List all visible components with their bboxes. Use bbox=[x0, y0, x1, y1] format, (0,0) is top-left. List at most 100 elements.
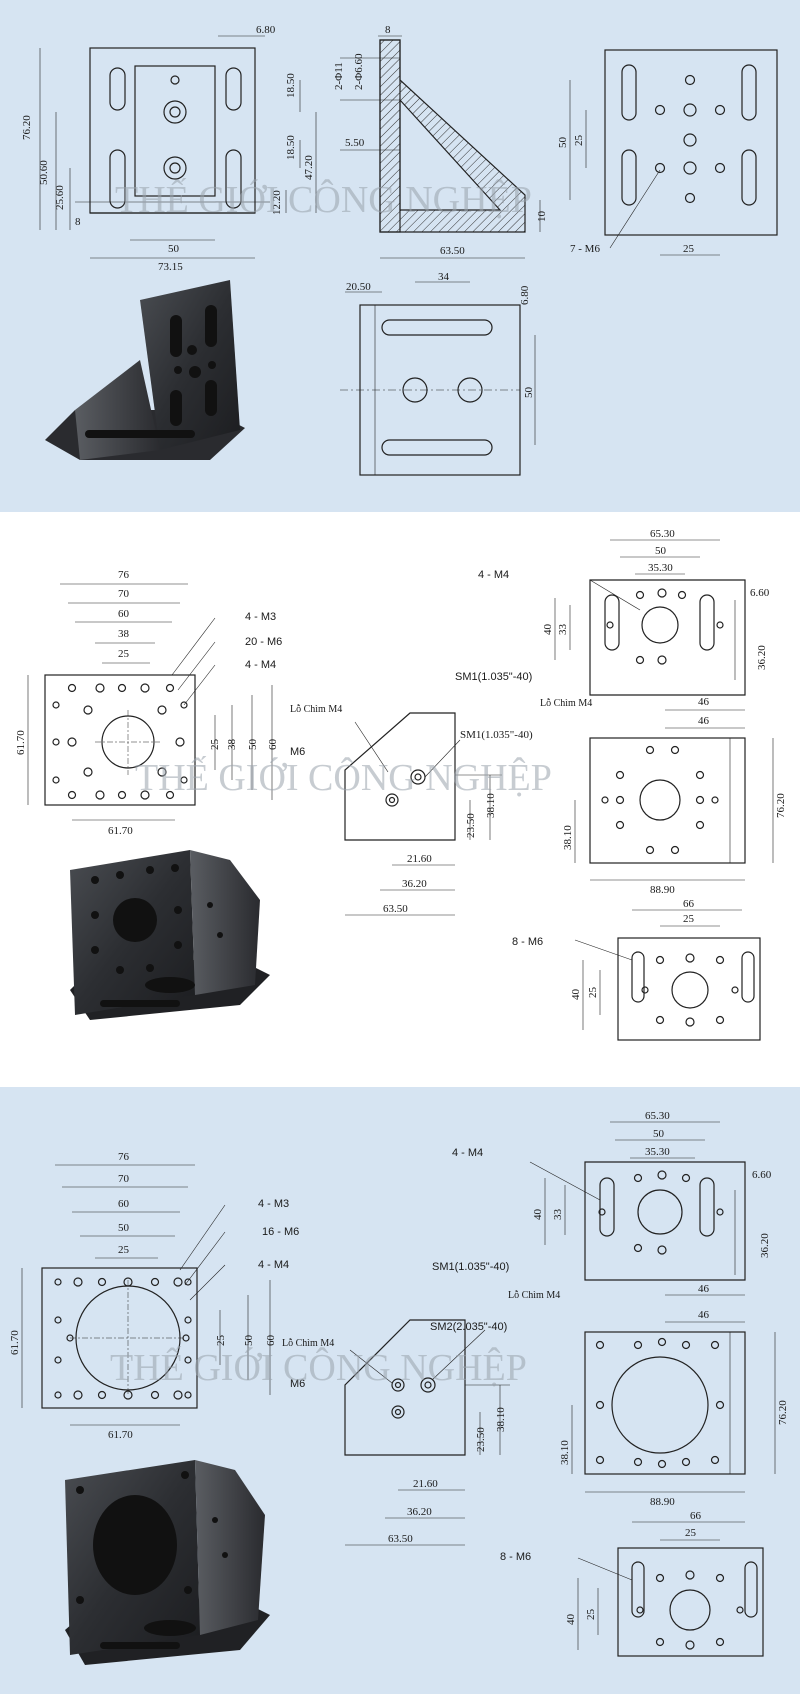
s1-front-right-a: 18.50 bbox=[285, 73, 297, 98]
s1-front-right-d: 12.20 bbox=[271, 190, 283, 215]
s2-product-photo bbox=[70, 850, 270, 1020]
s2-rbot-v2: 25 bbox=[587, 987, 599, 999]
s1-rear-left-b: 25 bbox=[573, 135, 585, 147]
s1-front-height-a: 50.60 bbox=[38, 160, 50, 185]
s2-front-w2: 70 bbox=[118, 588, 130, 600]
s2-rmid-view bbox=[574, 727, 774, 881]
s1-rear-bottom: 25 bbox=[683, 243, 695, 255]
s2-rbot-view bbox=[574, 909, 761, 1041]
s1-side-view bbox=[340, 35, 541, 259]
s3-front-callout-4: M6 bbox=[290, 1378, 305, 1390]
s2-rtop-r1: 6.60 bbox=[750, 587, 770, 599]
s1-front-view bbox=[39, 35, 317, 259]
s2-rbot-v1: 40 bbox=[570, 989, 582, 1001]
s1-top-view bbox=[340, 281, 536, 476]
s3-front-h-left: 61.70 bbox=[9, 1330, 21, 1355]
s3-front-view bbox=[21, 1164, 271, 1426]
s2-rtop-bottom: 46 bbox=[698, 696, 710, 708]
s2-rtop-view bbox=[554, 539, 746, 711]
s1-top-left: 20.50 bbox=[346, 281, 371, 293]
s2-side-label-b: SM1(1.035"-40) bbox=[460, 729, 533, 741]
s2-front-callout-3: 4 - M4 bbox=[245, 659, 276, 671]
s1-side-bottom: 63.50 bbox=[440, 245, 465, 257]
s2-front-callout-1: 4 - M3 bbox=[245, 611, 276, 623]
s3-front-bottom: 61.70 bbox=[108, 1429, 133, 1441]
s2-front-bottom: 61.70 bbox=[108, 825, 133, 837]
s3-side-label-b: SM2(2.035"-40) bbox=[430, 1321, 507, 1333]
s3-rbot-w1: 66 bbox=[690, 1510, 702, 1522]
s1-side-hole-a: 2-Φ11 bbox=[333, 62, 345, 90]
s2-rbot-w1: 66 bbox=[683, 898, 695, 910]
s3-front-w5: 25 bbox=[118, 1244, 130, 1256]
s3-rmid-right: 76.20 bbox=[777, 1400, 789, 1425]
s1-rear-callout: 7 - M6 bbox=[570, 243, 600, 255]
s2-rtop-label-lc: Lỗ Chìm M4 bbox=[540, 698, 592, 709]
s3-rmid-top: 46 bbox=[698, 1309, 710, 1321]
s1-rear-left-a: 50 bbox=[557, 137, 569, 149]
s3-rbot-view bbox=[577, 1521, 764, 1657]
s3-front-callout-1: 4 - M3 bbox=[258, 1198, 289, 1210]
s2-rmid-bottom: 88.90 bbox=[650, 884, 675, 896]
s3-rbot-label: 8 - M6 bbox=[500, 1551, 531, 1563]
s2-rmid-top: 46 bbox=[698, 715, 710, 727]
s2-rtop-w1: 65.30 bbox=[650, 528, 675, 540]
s3-side-h2: 36.20 bbox=[407, 1506, 432, 1518]
s2-front-w4: 38 bbox=[118, 628, 130, 640]
s3-front-w4: 50 bbox=[118, 1222, 130, 1234]
s2-rtop-r2: 36.20 bbox=[756, 645, 768, 670]
s3-front-w2: 70 bbox=[118, 1173, 130, 1185]
s2-front-r3: 50 bbox=[247, 739, 259, 751]
s3-rtop-w1: 65.30 bbox=[645, 1110, 670, 1122]
section-3 bbox=[21, 1121, 776, 1665]
s1-side-left-dim: 5.50 bbox=[345, 137, 365, 149]
s1-front-right-c: 47.20 bbox=[303, 155, 315, 180]
s3-side-h1: 21.60 bbox=[413, 1478, 438, 1490]
s3-front-holes bbox=[54, 1277, 192, 1400]
s2-rtop-label-sm: SM1(1.035"-40) bbox=[455, 671, 532, 683]
s3-rmid-left: 38.10 bbox=[559, 1440, 571, 1465]
s2-side-v2: 38.10 bbox=[485, 793, 497, 818]
s1-rear-view bbox=[569, 49, 778, 256]
s3-rtop-bottom: 46 bbox=[698, 1283, 710, 1295]
section-2 bbox=[27, 539, 774, 1041]
s2-side-h3: 63.50 bbox=[383, 903, 408, 915]
s3-rmid-bottom: 88.90 bbox=[650, 1496, 675, 1508]
s3-rtop-r2: 36.20 bbox=[759, 1233, 771, 1258]
s3-front-r1: 25 bbox=[215, 1335, 227, 1347]
s2-front-w5: 25 bbox=[118, 648, 130, 660]
s3-front-r2: 50 bbox=[243, 1335, 255, 1347]
s2-side-h2: 36.20 bbox=[402, 878, 427, 890]
s1-top-right-b: 50 bbox=[523, 387, 535, 399]
s3-side-v2: 38.10 bbox=[495, 1407, 507, 1432]
s1-side-top: 8 bbox=[385, 24, 391, 36]
s1-front-top-dim: 6.80 bbox=[256, 24, 276, 36]
s1-front-height-b: 25.60 bbox=[54, 185, 66, 210]
s3-rbot-v1: 40 bbox=[565, 1614, 577, 1626]
s2-front-h-left: 61.70 bbox=[15, 730, 27, 755]
s3-rtop-r1: 6.60 bbox=[752, 1169, 772, 1181]
s3-rbot-w2: 25 bbox=[685, 1527, 697, 1539]
s3-rmid-view bbox=[571, 1321, 776, 1493]
s2-front-r1: 25 bbox=[209, 739, 221, 751]
s2-rbot-label: 8 - M6 bbox=[512, 936, 543, 948]
s3-rbot-v2: 25 bbox=[585, 1609, 597, 1621]
s1-side-hole-b: 2-Φ6.60 bbox=[353, 53, 365, 90]
s3-front-r3: 60 bbox=[265, 1335, 277, 1347]
s2-front-callout-2: 20 - M6 bbox=[245, 636, 282, 648]
s2-side-h1: 21.60 bbox=[407, 853, 432, 865]
s2-side-label-a: Lỗ Chìm M4 bbox=[290, 704, 342, 715]
s1-side-right-dim: 10 bbox=[536, 211, 548, 223]
s2-rtop-v2: 33 bbox=[557, 624, 569, 636]
s2-rtop-label: 4 - M4 bbox=[478, 569, 509, 581]
s1-front-width-inner: 50 bbox=[168, 243, 180, 255]
s2-front-callout-4: M6 bbox=[290, 746, 305, 758]
s3-rtop-w3: 35.30 bbox=[645, 1146, 670, 1158]
s2-front-w1: 76 bbox=[118, 569, 130, 581]
s3-side-label-a: Lỗ Chìm M4 bbox=[282, 1338, 334, 1349]
s3-rtop-v1: 40 bbox=[532, 1209, 544, 1221]
s3-side-h3: 63.50 bbox=[388, 1533, 413, 1545]
s3-rtop-label-lc: Lỗ Chìm M4 bbox=[508, 1290, 560, 1301]
s1-top-top: 34 bbox=[438, 271, 450, 283]
s3-rtop-view bbox=[529, 1121, 746, 1296]
